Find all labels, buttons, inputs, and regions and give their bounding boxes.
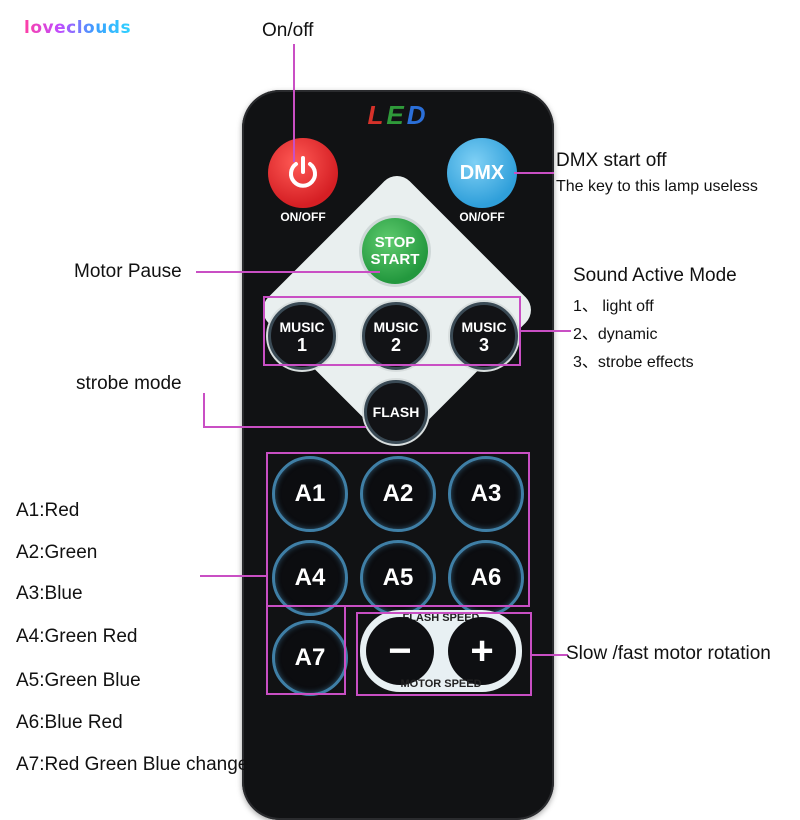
- power-label: ON/OFF: [280, 210, 326, 224]
- sound-item-3: 3、strobe effects: [573, 354, 694, 371]
- sound-mode-annotation: Sound Active Mode: [573, 265, 737, 286]
- brand-logo: loveclouds: [24, 18, 132, 38]
- a4-label: A4: [294, 564, 326, 591]
- led-title: LED: [242, 100, 554, 131]
- led-letter-d: D: [406, 100, 429, 130]
- dmx-label: ON/OFF: [459, 210, 505, 224]
- speed-highlight-box: [356, 612, 532, 696]
- dmx-pointer-line: [514, 172, 554, 174]
- onoff-annotation: On/off: [262, 20, 314, 41]
- dmx-button-text: DMX: [459, 161, 505, 184]
- a3-button[interactable]: A3: [448, 456, 524, 532]
- color-a4: A4:Green Red: [16, 626, 138, 647]
- strobe-pointer-line-v: [203, 393, 205, 427]
- led-letter-l: L: [367, 100, 387, 130]
- onoff-pointer-line: [293, 44, 295, 162]
- dmx-annotation-title: DMX start off: [556, 150, 667, 171]
- a7-highlight-box: [266, 605, 346, 695]
- music-1-button[interactable]: MUSIC 1: [268, 302, 336, 370]
- color-a3: A3:Blue: [16, 583, 83, 604]
- power-icon: [289, 156, 317, 188]
- sound-pointer-line: [521, 330, 571, 332]
- music-highlight-box: [263, 296, 521, 366]
- speed-pad: FLASH SPEED − + MOTOR SPEED: [360, 610, 522, 692]
- a6-button[interactable]: A6: [448, 540, 524, 616]
- power-button[interactable]: [268, 138, 338, 208]
- start-label: START: [370, 251, 420, 268]
- motor-speed-label: MOTOR SPEED: [400, 678, 482, 690]
- flash-text: FLASH: [372, 404, 420, 420]
- a2-label: A2: [382, 480, 414, 507]
- a6-label: A6: [470, 564, 502, 591]
- a3-label: A3: [470, 480, 502, 507]
- remote-control: LED ON/OFF DMX ON/OFF STOP START MUSIC 1…: [242, 90, 554, 820]
- strobe-pointer-line-h: [203, 426, 366, 428]
- plus-button[interactable]: +: [448, 617, 516, 685]
- minus-icon: −: [388, 628, 412, 673]
- strobe-annotation: strobe mode: [76, 373, 182, 394]
- colors-pointer-line: [200, 575, 266, 577]
- music-3-number: 3: [478, 335, 489, 355]
- music-1-text: MUSIC: [279, 319, 325, 335]
- music-3-button[interactable]: MUSIC 3: [450, 302, 518, 370]
- stop-label: STOP: [374, 234, 416, 251]
- sound-item-2: 2、dynamic: [573, 326, 658, 343]
- color-a6: A6:Blue Red: [16, 712, 123, 733]
- color-a2: A2:Green: [16, 542, 98, 563]
- dmx-button[interactable]: DMX: [447, 138, 517, 208]
- music-2-text: MUSIC: [373, 319, 419, 335]
- stop-start-button[interactable]: STOP START: [362, 218, 428, 284]
- a5-button[interactable]: A5: [360, 540, 436, 616]
- color-a5: A5:Green Blue: [16, 670, 141, 691]
- a5-label: A5: [382, 564, 414, 591]
- color-a7: A7:Red Green Blue change: [16, 754, 249, 775]
- flash-speed-label: FLASH SPEED: [402, 612, 480, 624]
- music-1-number: 1: [296, 335, 307, 355]
- a4-button[interactable]: A4: [272, 540, 348, 616]
- color-a1: A1:Red: [16, 500, 80, 521]
- flash-button[interactable]: FLASH: [364, 380, 428, 444]
- a2-button[interactable]: A2: [360, 456, 436, 532]
- a7-button[interactable]: A7: [272, 620, 348, 696]
- a7-label: A7: [294, 644, 326, 671]
- dmx-annotation-desc: The key to this lamp useless: [556, 178, 758, 195]
- a1-label: A1: [294, 480, 326, 507]
- motor-pointer-line: [532, 654, 568, 656]
- motor-pause-annotation: Motor Pause: [74, 261, 182, 282]
- led-letter-e: E: [386, 100, 407, 130]
- color-buttons-highlight-box: [266, 452, 530, 607]
- motor-rotation-annotation: Slow /fast motor rotation: [566, 643, 771, 664]
- plus-icon: +: [470, 628, 494, 673]
- music-3-text: MUSIC: [461, 319, 507, 335]
- music-2-number: 2: [390, 335, 401, 355]
- music-2-button[interactable]: MUSIC 2: [362, 302, 430, 370]
- sound-item-1: 1、 light off: [573, 298, 654, 315]
- motor-pause-pointer-line: [196, 271, 380, 273]
- minus-button[interactable]: −: [366, 617, 434, 685]
- a1-button[interactable]: A1: [272, 456, 348, 532]
